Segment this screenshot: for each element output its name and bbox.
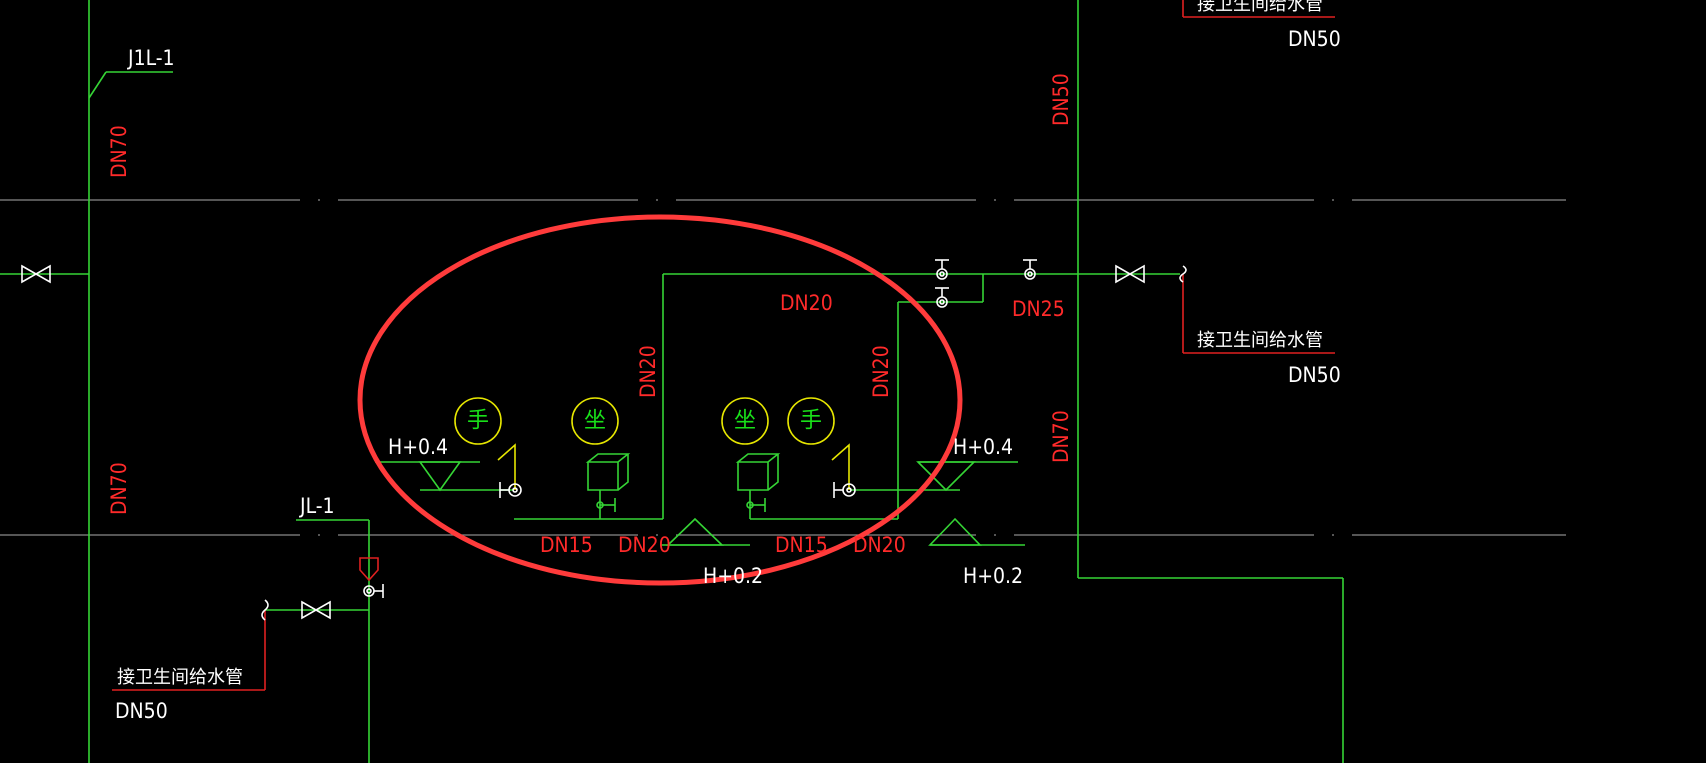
water-meter-icon (359, 557, 384, 598)
gate-valve-icon (301, 600, 331, 620)
note-bottom-left: 接卫生间给水管 (117, 667, 243, 688)
pipe-size-dn70-lower: DN70 (107, 462, 131, 515)
fixture-symbol-hand-left: 手 (467, 409, 489, 434)
pipe-size-dn15-left: DN15 (540, 533, 593, 557)
elevation-triangle-icon (418, 461, 462, 492)
labels: J1L-1 JL-1 DN70 DN70 DN50 DN70 DN20 DN20… (107, 0, 1341, 723)
fixture-symbol-ring (454, 397, 502, 445)
elevation-triangle-icon (928, 517, 982, 546)
toilet-tank-icon (735, 453, 781, 512)
fixtures (497, 443, 856, 519)
elevation-h02-left: H+0.2 (703, 564, 763, 588)
pipe-size-dn70-upper: DN70 (107, 125, 131, 178)
elevation-h02-right: H+0.2 (963, 564, 1023, 588)
note-mid-right: 接卫生间给水管 (1197, 330, 1323, 351)
pipe-size-dn15-right: DN15 (775, 533, 828, 557)
note-leaders (112, 0, 1335, 691)
pipe-size-dn20-bottom-left: DN20 (618, 533, 671, 557)
pipe-network (0, 0, 1344, 763)
toilet-tank-icon (585, 453, 631, 512)
riser-label-jl1: JL-1 (299, 494, 335, 518)
stop-valve-icon (935, 259, 949, 280)
grid-lines (0, 199, 1566, 536)
stop-valve-icon (1023, 259, 1037, 280)
pipe-end-icon (1179, 265, 1187, 283)
note-top-right: 接卫生间给水管 (1197, 0, 1323, 15)
j1l1-leader (88, 71, 107, 99)
fixture-symbols: 手 坐 坐 手 (454, 397, 835, 445)
gate-valve-icon (1115, 264, 1145, 284)
elevation-h04-right: H+0.4 (953, 435, 1013, 459)
fixture-symbol-ring (571, 397, 619, 445)
valves (21, 259, 1187, 621)
pipe-size-dn20-drop-left: DN20 (636, 345, 660, 398)
fixture-symbol-hand-right: 手 (800, 409, 822, 434)
fixture-symbol-seat-right: 坐 (734, 409, 756, 434)
note-bottom-left-size: DN50 (115, 699, 168, 723)
pipe-size-dn50-vertical: DN50 (1049, 73, 1073, 126)
pipe-size-dn20-top: DN20 (780, 291, 833, 315)
pipe-size-dn25: DN25 (1012, 297, 1065, 321)
pipe-size-dn20-drop-right: DN20 (869, 345, 893, 398)
fixture-symbol-ring (787, 397, 835, 445)
highlight-ellipse (357, 214, 963, 586)
fixture-symbol-seat-left: 坐 (584, 409, 606, 434)
pipe-size-dn20-bottom-right: DN20 (853, 533, 906, 557)
pipe-end-icon (261, 599, 269, 621)
gate-valve-icon (21, 264, 51, 284)
faucet-icon (831, 443, 856, 498)
stop-valve-icon (935, 287, 949, 308)
riser-label-j1l1: J1L-1 (127, 46, 175, 70)
faucet-icon (497, 443, 522, 498)
fixture-symbol-ring (721, 397, 769, 445)
pipe-size-dn70-right: DN70 (1049, 410, 1073, 463)
note-top-right-size: DN50 (1288, 27, 1341, 51)
note-mid-right-size: DN50 (1288, 363, 1341, 387)
elevation-h04-left: H+0.4 (388, 435, 448, 459)
elevation-triangle-icon (666, 517, 724, 546)
